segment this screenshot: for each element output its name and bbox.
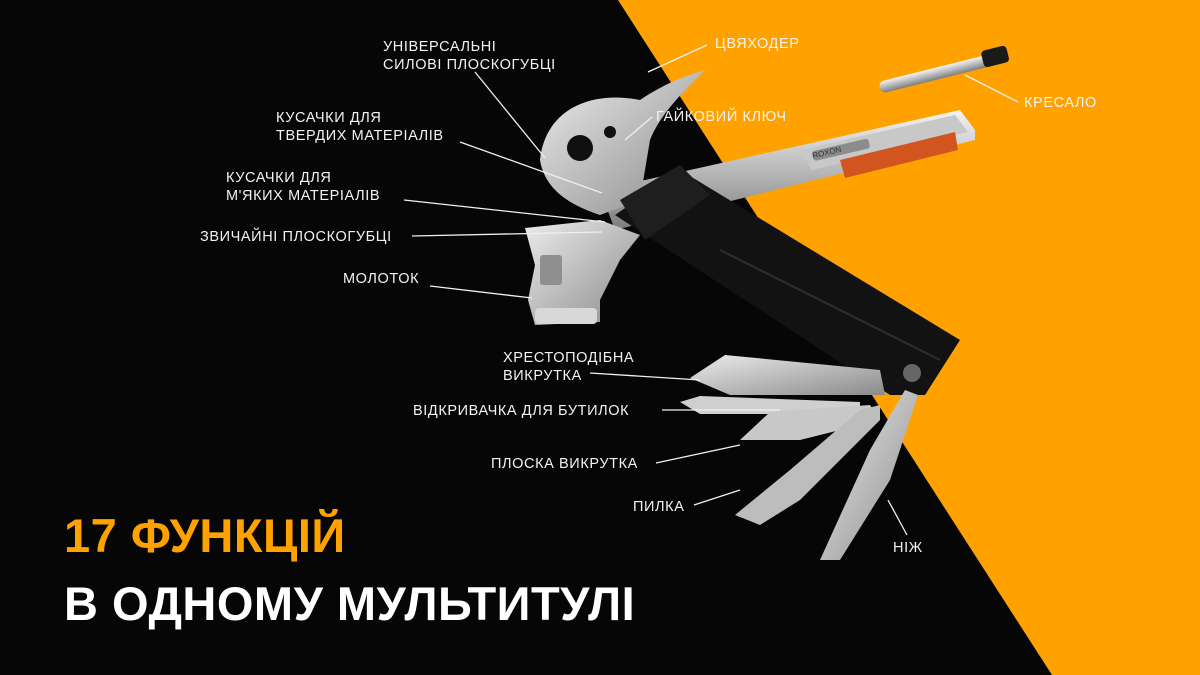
pliers-head: [540, 70, 705, 215]
leader-hard-cutter: [459, 141, 603, 194]
leader-soft-cutter: [403, 199, 606, 223]
callout-universal-pliers: УНІВЕРСАЛЬНІ СИЛОВІ ПЛОСКОГУБЦІ: [383, 39, 556, 73]
callout-hammer: МОЛОТОК: [343, 271, 420, 287]
callout-regular-pliers: ЗВИЧАЙНІ ПЛОСКОГУБЦІ: [200, 229, 392, 245]
fire-starter-rod: [879, 45, 1009, 93]
leader-saw: [693, 489, 741, 506]
callout-knife: НІЖ: [893, 540, 923, 556]
leader-nail-puller: [647, 44, 708, 73]
callout-hard-cutter: КУСАЧКИ ДЛЯ ТВЕРДИХ МАТЕРІАЛІВ: [276, 110, 444, 144]
hammer-head: [525, 220, 640, 325]
leader-phillips-screwdriver: [589, 372, 701, 381]
leader-regular-pliers: [411, 231, 603, 237]
headline-main: В ОДНОМУ МУЛЬТИТУЛІ: [64, 577, 636, 630]
blades: [680, 355, 918, 560]
leader-knife: [887, 499, 908, 536]
callout-bottle-opener: ВІДКРИВАЧКА ДЛЯ БУТИЛОК: [413, 403, 630, 419]
black-handle: [615, 165, 960, 395]
leader-universal-pliers: [474, 71, 546, 159]
callout-saw: ПИЛКА: [633, 499, 685, 515]
leader-wrench: [624, 116, 653, 141]
callout-soft-cutter: КУСАЧКИ ДЛЯ М'ЯКИХ МАТЕРІАЛІВ: [226, 170, 381, 204]
callout-nail-puller: ЦВЯХОДЕР: [715, 36, 800, 52]
callout-wrench: ГАЙКОВИЙ КЛЮЧ: [656, 109, 787, 125]
callout-fire-starter: КРЕСАЛО: [1024, 95, 1097, 111]
headline-accent: 17 ФУНКЦІЙ: [64, 509, 346, 562]
callout-phillips-screwdriver: ХРЕСТОПОДІБНА ВИКРУТКА: [503, 350, 635, 384]
leader-hammer: [429, 285, 533, 299]
leader-flat-screwdriver: [655, 444, 741, 464]
callout-flat-screwdriver: ПЛОСКА ВИКРУТКА: [491, 456, 638, 472]
leader-fire-starter: [964, 74, 1019, 103]
